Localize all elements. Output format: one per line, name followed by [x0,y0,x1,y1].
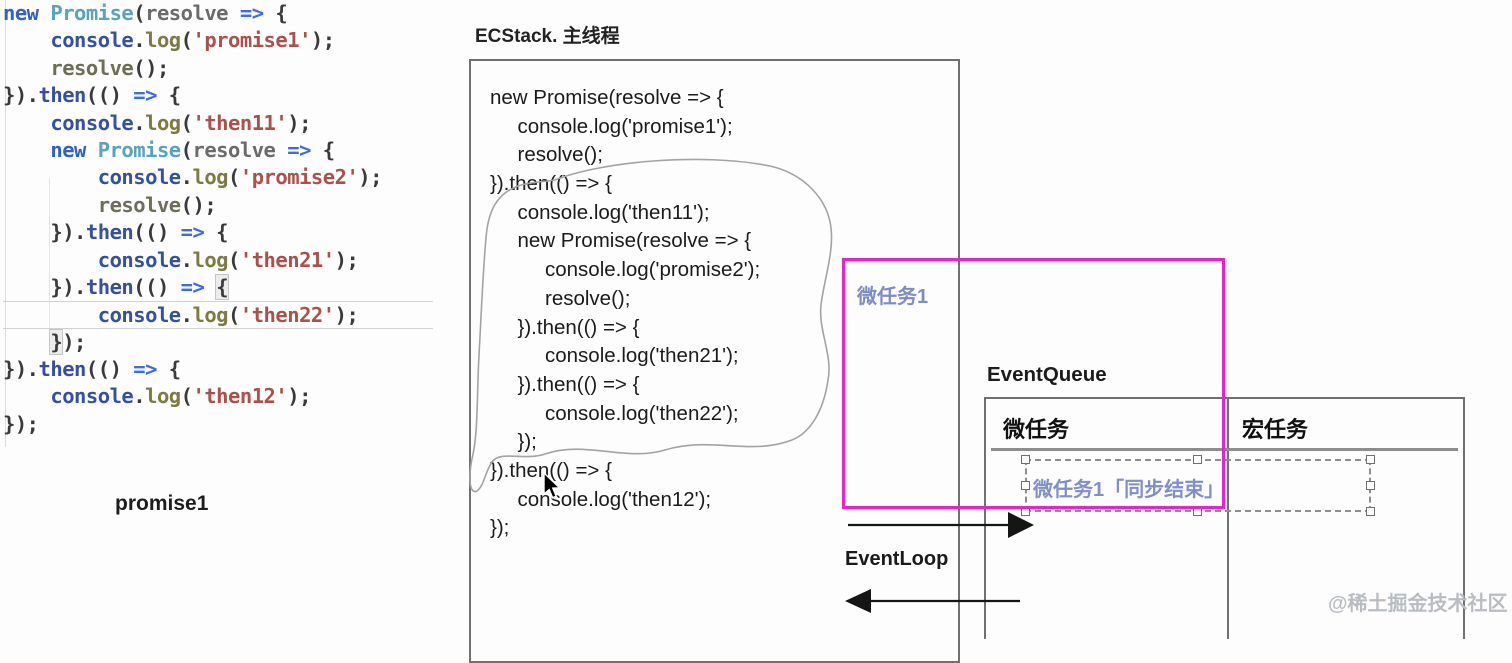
selection-handle[interactable] [1366,481,1375,490]
arrow-left-icon [845,589,1020,613]
editor-code-line: console.log('promise1'); [50,28,335,53]
whiteboard-code-line: }); [490,516,510,540]
selection-handle[interactable] [1021,455,1030,464]
watermark: @稀土掘金技术社区 [1328,593,1508,615]
selection-handle[interactable] [1193,455,1202,464]
selection-handle[interactable] [1366,507,1375,516]
eventqueue-label: EventQueue [987,363,1107,386]
editor-code-line: new Promise(resolve => { [50,137,335,162]
whiteboard-code-line: console.log('then12'); [517,487,712,511]
whiteboard-code-line: console.log('then21'); [545,344,739,368]
pink-highlight-box [842,258,1225,509]
selection-handle[interactable] [1021,481,1030,490]
eventloop-label: EventLoop [845,548,949,570]
whiteboard-code-line: console.log('then11'); [517,200,710,224]
editor-code[interactable]: new Promise(resolve => { console.log('pr… [3,0,433,438]
selection-handle[interactable] [1366,455,1375,464]
editor-code-line: }); [3,411,39,436]
whiteboard-code-line: resolve(); [517,143,603,167]
whiteboard-code-line: new Promise(resolve => { [517,229,752,253]
editor-code-line: }); [50,329,86,354]
whiteboard-code-line: console.log('promise2'); [545,258,761,282]
task-selection-box[interactable]: 微任务1「同步结束」 [1021,455,1375,516]
micro-task-column-header: 微任务 [1003,417,1070,442]
indent-guide [49,178,50,350]
indent-guide [5,0,6,447]
micro-task-item[interactable]: 微任务1「同步结束」 [1033,479,1225,501]
macro-task-column-header: 宏任务 [1242,417,1309,442]
editor-code-line: }).then(() => { [3,357,181,382]
editor-code-line: console.log('promise2'); [97,165,383,190]
micro-task-1-label: 微任务1 [857,286,929,308]
console-output-label: promise1 [115,492,209,515]
whiteboard-code-line: new Promise(resolve => { [490,86,724,109]
editor-code-line: console.log('then21'); [97,247,359,272]
editor-code-line: }).then(() => { [3,220,229,245]
editor-code-line: console.log('then12'); [50,384,311,409]
screen: new Promise(resolve => { console.log('pr… [3,0,1508,663]
whiteboard-code-line: }).then(() => { [490,458,612,482]
editor-code-line: console.log('then11'); [50,110,311,135]
hand-drawn-lasso [469,158,833,493]
column-divider [1227,399,1229,639]
editor-code-line: resolve(); [97,192,217,217]
whiteboard-code: new Promise(resolve => { console.log('pro… [490,84,760,543]
whiteboard-code-line: }); [517,430,537,454]
whiteboard-code-line: }).then(() => { [517,372,640,396]
whiteboard-code-line: }).then(() => { [517,315,640,339]
editor-code-line: }).then(() => { [3,83,181,108]
ecstack-title: ECStack. 主线程 [475,26,620,47]
arrow-right-icon [848,512,1034,538]
editor-code-line: new Promise(resolve => { [3,1,288,25]
whiteboard-code-line: console.log('promise1'); [517,114,733,138]
mouse-cursor-icon [543,471,562,499]
editor-code-line: }).then(() => { [3,274,229,299]
whiteboard-code-line: console.log('then22'); [545,401,739,425]
editor-code-line: resolve(); [50,55,169,80]
whiteboard-code-line: resolve(); [545,286,631,310]
editor-code-line: console.log('then22'); [3,301,433,329]
